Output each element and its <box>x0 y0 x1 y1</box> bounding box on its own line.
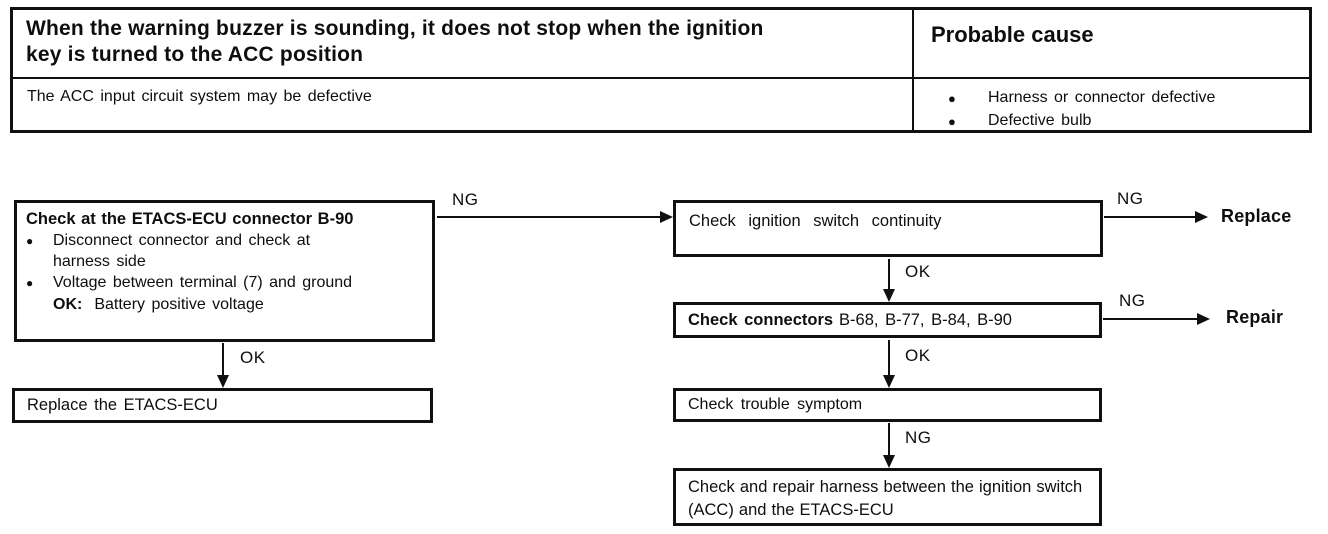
arrow-connectors-to-repair-head <box>1197 313 1210 325</box>
arrow-symptom-to-harness-line <box>888 423 890 456</box>
symptom-header-cell: When the warning buzzer is sounding, it … <box>13 10 914 79</box>
arrow-ecu-to-replace-head <box>217 375 229 388</box>
symptom-detail-cell: The ACC input circuit system may be defe… <box>13 79 914 133</box>
check-ignition-text: Check ignition switch continuity <box>689 212 942 230</box>
replace-ecu-text: Replace the ETACS-ECU <box>27 396 218 414</box>
flow-box-replace-ecu: Replace the ETACS-ECU <box>12 388 433 423</box>
probable-cause-header-cell: Probable cause <box>914 10 1309 79</box>
symptom-detail-text: The ACC input circuit system may be defe… <box>27 88 372 105</box>
check-ecu-step-text: Voltage between terminal (7) and ground <box>53 274 353 291</box>
flow-box-check-connectors: Check connectors B-68, B-77, B-84, B-90 <box>673 302 1102 338</box>
cause-item: ● Harness or connector defective <box>948 87 1309 110</box>
replace-action-text: Replace <box>1221 206 1292 226</box>
flow-box-check-repair-harness: Check and repair harness between the ign… <box>673 468 1102 526</box>
symptom-header-text: When the warning buzzer is sounding, it … <box>26 17 764 66</box>
check-trouble-symptom-text: Check trouble symptom <box>688 396 863 413</box>
ng-label-connectors-to-repair: NG <box>1119 291 1146 310</box>
arrow-ignition-to-replace-line <box>1104 216 1197 218</box>
bullet-icon: ● <box>26 276 34 290</box>
ok-label-ignition-to-connectors: OK <box>905 262 931 281</box>
check-ecu-title: Check at the ETACS-ECU connector B-90 <box>26 210 354 228</box>
ng-label-ignition-to-replace: NG <box>1117 189 1144 208</box>
probable-cause-list-cell: ● Harness or connector defective ● Defec… <box>914 79 1309 133</box>
check-ecu-step-text: Disconnect connector and check at harnes… <box>53 232 311 270</box>
check-ecu-ok-criterion: OK: Battery positive voltage <box>53 294 426 315</box>
ok-label-connectors-to-symptom: OK <box>905 346 931 365</box>
arrow-ecu-to-ignition-line <box>437 216 663 218</box>
bullet-icon: ● <box>948 91 956 106</box>
check-repair-harness-text: Check and repair harness between the ign… <box>688 478 1083 519</box>
ng-label-symptom-to-harness: NG <box>905 428 932 447</box>
check-connectors-ids: B-68, B-77, B-84, B-90 <box>839 310 1012 329</box>
arrow-connectors-to-repair-line <box>1103 318 1199 320</box>
ok-criterion-key: OK: <box>53 296 83 313</box>
flow-box-check-trouble-symptom: Check trouble symptom <box>673 388 1102 422</box>
check-connectors-label: Check connectors <box>688 310 834 329</box>
arrow-ignition-to-connectors-head <box>883 289 895 302</box>
arrow-ecu-to-ignition-head <box>660 211 673 223</box>
bullet-icon: ● <box>26 234 34 248</box>
arrow-ignition-to-connectors-line <box>888 259 890 290</box>
ok-label-ecu-to-replace: OK <box>240 348 266 367</box>
flow-box-check-ignition-switch: Check ignition switch continuity <box>673 200 1103 257</box>
ok-criterion-value: Battery positive voltage <box>94 296 264 313</box>
ng-label-ecu-to-ignition: NG <box>452 190 479 209</box>
arrow-symptom-to-harness-head <box>883 455 895 468</box>
arrow-ecu-to-replace-line <box>222 343 224 377</box>
flow-box-check-ecu-connector: Check at the ETACS-ECU connector B-90 ● … <box>14 200 435 342</box>
repair-action-text: Repair <box>1226 307 1284 327</box>
check-ecu-step: ● Voltage between terminal (7) and groun… <box>26 272 426 294</box>
arrow-connectors-to-symptom-line <box>888 340 890 376</box>
symptom-table: When the warning buzzer is sounding, it … <box>10 7 1312 133</box>
check-ecu-step: ● Disconnect connector and check at harn… <box>26 230 426 272</box>
cause-text: Harness or connector defective <box>988 89 1216 106</box>
probable-cause-header-text: Probable cause <box>931 22 1094 47</box>
bullet-icon: ● <box>948 114 956 129</box>
cause-text: Defective bulb <box>988 112 1092 129</box>
cause-item: ● Defective bulb <box>948 110 1309 133</box>
arrow-connectors-to-symptom-head <box>883 375 895 388</box>
arrow-ignition-to-replace-head <box>1195 211 1208 223</box>
